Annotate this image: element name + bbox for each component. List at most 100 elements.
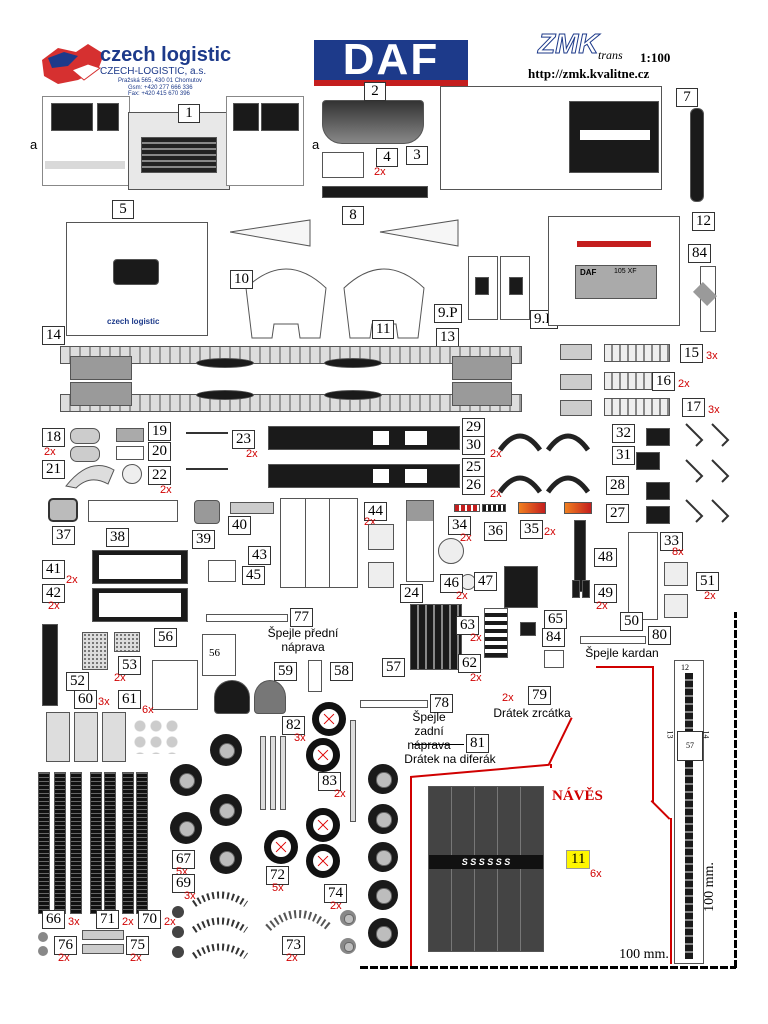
box-44 — [368, 562, 394, 588]
chassis-frame-lower — [60, 394, 522, 412]
daf-logo-text: DAF — [342, 35, 440, 84]
part-number: 12 — [692, 212, 715, 231]
roof-spoiler — [322, 100, 424, 144]
tire-ring — [264, 830, 298, 864]
battery-box-lower — [92, 588, 188, 622]
part-number: 9.P — [434, 304, 462, 323]
trailer-outline — [550, 764, 552, 768]
zmk-logo: ZMK trans 1:100 http://zmk.kvalitne.cz — [528, 28, 688, 84]
hub-74 — [340, 910, 356, 926]
crossmember-17 — [560, 400, 592, 416]
part-number: 63 — [456, 616, 479, 635]
part-number: 13 — [436, 328, 459, 347]
part-58 — [308, 660, 322, 692]
part-75 — [82, 930, 124, 940]
part-number: 48 — [594, 548, 617, 567]
part-number: 40 — [228, 516, 251, 535]
trailer-part-tag: 11 — [566, 850, 591, 869]
part-number: 37 — [52, 526, 75, 545]
multiplier: 2x — [114, 672, 126, 684]
cab-plate: DAF — [580, 268, 597, 277]
scale-label: 1:100 — [640, 50, 671, 65]
multiplier: 2x — [460, 532, 472, 544]
multiplier: 3x — [98, 696, 110, 708]
chassis-spring — [324, 358, 382, 368]
side-panel-slot — [475, 277, 489, 295]
wind-deflector-10 — [245, 268, 327, 339]
cab-rear-brand: czech logistic — [107, 317, 160, 326]
part-number: 80 — [648, 626, 671, 645]
rod-82 — [270, 736, 276, 810]
zmk-logo-sub: trans — [598, 48, 623, 62]
step-31 — [636, 452, 660, 470]
part-number: 39 — [192, 530, 215, 549]
chassis-label-13: 13 — [665, 730, 675, 739]
crossmember-15 — [560, 344, 592, 360]
rod-82 — [280, 736, 286, 810]
part-number: 77 — [290, 608, 313, 627]
cab-front — [128, 112, 230, 190]
trailer-wheel — [368, 880, 398, 910]
part-75 — [82, 944, 124, 954]
part-number: 67 — [172, 850, 195, 869]
box-51 — [664, 594, 688, 618]
light-35 — [564, 502, 592, 514]
side-locker-43 — [280, 498, 358, 588]
cab-window — [233, 103, 259, 131]
multiplier: 3x — [68, 916, 80, 928]
side-panel-9l — [500, 256, 530, 320]
multiplier: 3x — [708, 404, 720, 416]
multiplier: 3x — [294, 732, 306, 744]
part-number: 43 — [248, 546, 271, 565]
seat-56 — [152, 660, 198, 710]
gauge-22 — [122, 464, 142, 484]
part-number: 21 — [42, 460, 65, 479]
disc-76 — [38, 932, 48, 942]
multiplier: 3x — [706, 350, 718, 362]
tire-ring — [306, 738, 340, 772]
trailer-outline — [650, 800, 671, 820]
hub-cap-18 — [70, 428, 100, 444]
part-number: 60 — [74, 690, 97, 709]
cab-rear-window — [113, 259, 159, 285]
chassis-tank — [70, 356, 132, 380]
battery-box-inset — [99, 555, 181, 579]
tank-50 — [628, 532, 658, 620]
step-32 — [646, 428, 670, 446]
round-part-46 — [438, 538, 464, 564]
multiplier: 2x — [246, 448, 258, 460]
trailer-deck: S S S S S S — [428, 786, 544, 952]
caption-diff-wire: Drátek na diferák — [404, 752, 496, 766]
battery-box-inset — [99, 593, 181, 617]
sleeper-box-stripe — [577, 241, 651, 247]
axle-rod-77 — [206, 614, 288, 622]
tank-window — [405, 431, 427, 445]
cab-rear-net: czech logistic — [66, 222, 208, 336]
zmk-logo-text: ZMK — [538, 28, 600, 60]
part-number: 24 — [400, 584, 423, 603]
part-45 — [208, 560, 236, 582]
part-number: 71 — [96, 910, 119, 929]
part-number: 14 — [42, 326, 65, 345]
multiplier: 2x — [374, 166, 386, 178]
tire-ring — [306, 844, 340, 878]
panel-56: 56 — [202, 634, 236, 676]
multiplier: 2x — [334, 788, 346, 800]
part-number: 81 — [466, 734, 489, 753]
multiplier: 2x — [130, 952, 142, 964]
wind-deflector-11 — [343, 268, 425, 339]
part-number: 46 — [440, 574, 463, 593]
tread-strip-66 — [54, 772, 66, 914]
trailer-outline — [596, 666, 652, 668]
part-number: 42 — [42, 584, 65, 603]
mirror-bracket — [322, 152, 364, 178]
chassis-tank — [452, 382, 512, 406]
multiplier: 3x — [184, 890, 196, 902]
crossmember-16 — [560, 374, 592, 390]
light-bar-84 — [692, 266, 718, 332]
mudguard-arcs — [497, 433, 591, 494]
sleeper-box-net: DAF 105 XF — [548, 216, 680, 326]
part-number: 50 — [620, 612, 643, 631]
part-84 — [544, 650, 564, 668]
part-number: 76 — [54, 936, 77, 955]
